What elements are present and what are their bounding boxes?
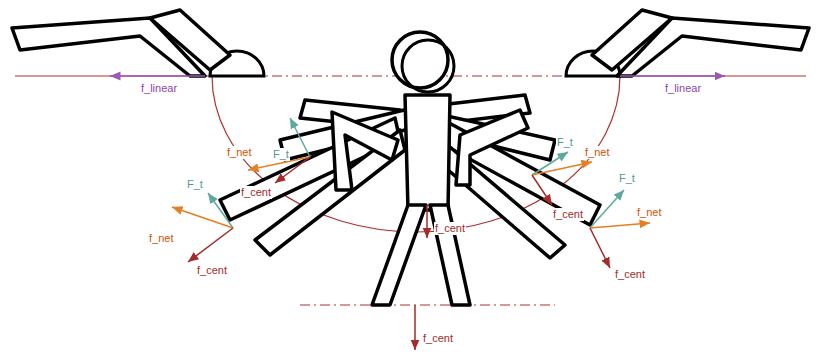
force-label: f_cent: [422, 332, 454, 345]
force-label: F_t: [272, 148, 290, 161]
force-label: f_cent: [240, 186, 272, 199]
force-label: f_net: [636, 206, 662, 219]
force-label: F_t: [186, 178, 204, 191]
force-label: f_net: [226, 146, 252, 159]
force-label: f_linear: [664, 82, 702, 95]
force-label: f_cent: [434, 222, 466, 235]
force-label: f_cent: [552, 208, 584, 221]
force-label: f_cent: [196, 264, 228, 277]
force-label: f_linear: [140, 82, 178, 95]
force-label: f_net: [148, 232, 174, 245]
force-label: f_cent: [614, 268, 646, 281]
force-label: F_t: [618, 172, 636, 185]
force-label: f_net: [584, 146, 610, 159]
force-label: F_t: [556, 136, 574, 149]
